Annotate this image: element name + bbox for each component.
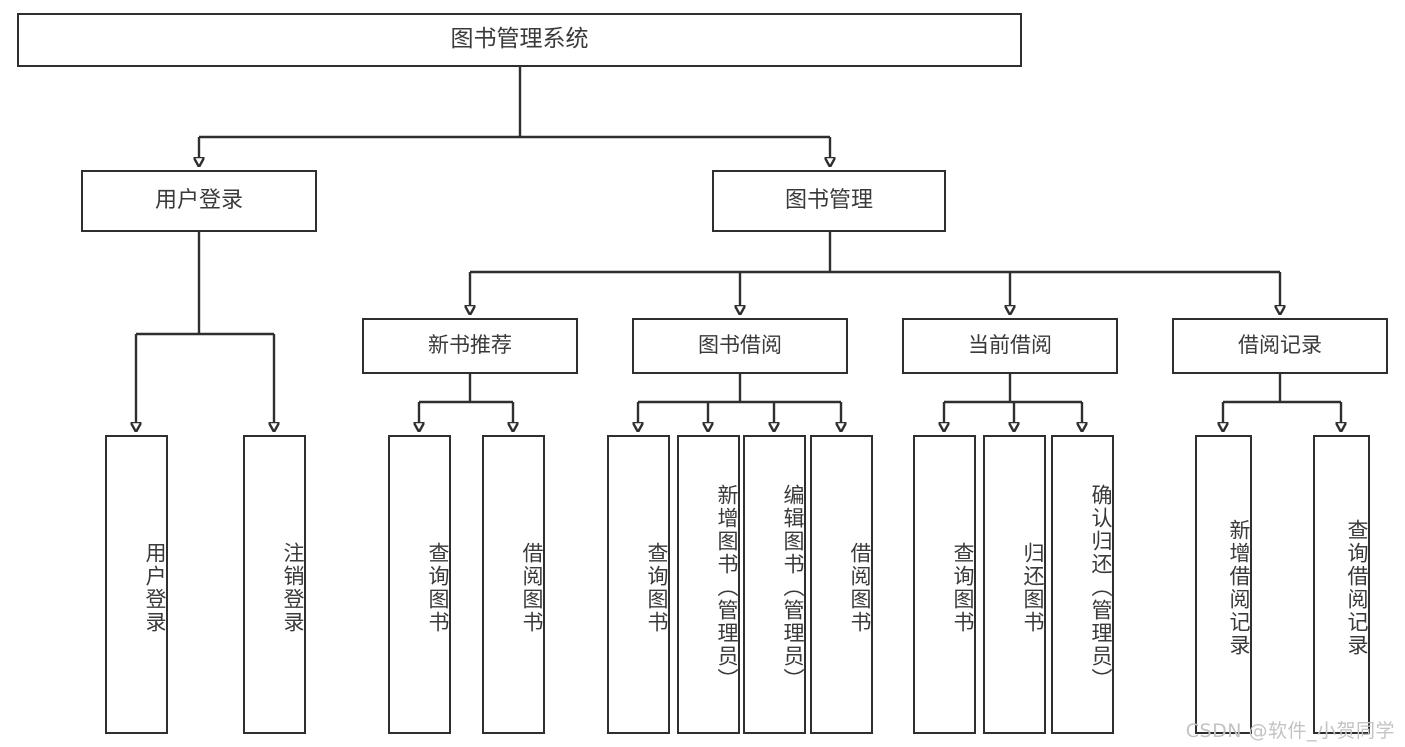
- node-label: 查询图书: [426, 541, 450, 634]
- node-label: 图书管理: [784, 187, 873, 213]
- node-label: 编辑图书（管理员）: [781, 484, 805, 691]
- node-leaf-borrow-book-2[interactable]: 借阅图书: [810, 435, 873, 734]
- node-user-login[interactable]: 用户登录: [81, 170, 317, 232]
- node-label: 注销登录: [281, 541, 305, 634]
- node-leaf-add-book[interactable]: 新增图书（管理员）: [677, 435, 740, 734]
- node-book-management[interactable]: 图书管理: [712, 170, 946, 232]
- node-leaf-query-book-2[interactable]: 查询图书: [607, 435, 670, 734]
- node-leaf-query-borrow-record[interactable]: 查询借阅记录: [1313, 435, 1370, 734]
- node-label: 借阅记录: [1238, 333, 1322, 358]
- node-label: 查询图书: [645, 541, 669, 634]
- node-label: 确认归还（管理员）: [1089, 484, 1113, 691]
- node-label: 查询图书: [951, 541, 975, 634]
- node-leaf-borrow-book-1[interactable]: 借阅图书: [482, 435, 545, 734]
- node-label: 新增图书（管理员）: [715, 484, 739, 691]
- node-leaf-user-login[interactable]: 用户登录: [105, 435, 168, 734]
- node-label: 图书管理系统: [450, 26, 589, 53]
- node-label: 新增借阅记录: [1227, 518, 1251, 657]
- node-new-book-recommend[interactable]: 新书推荐: [362, 318, 578, 374]
- node-leaf-add-borrow-record[interactable]: 新增借阅记录: [1195, 435, 1252, 734]
- node-leaf-query-book-3[interactable]: 查询图书: [913, 435, 976, 734]
- node-leaf-edit-book[interactable]: 编辑图书（管理员）: [743, 435, 806, 734]
- node-leaf-return-book[interactable]: 归还图书: [983, 435, 1046, 734]
- node-label: 归还图书: [1021, 541, 1045, 634]
- node-label: 用户登录: [143, 541, 167, 634]
- node-label: 图书借阅: [698, 333, 782, 358]
- node-leaf-user-logout[interactable]: 注销登录: [243, 435, 306, 734]
- node-label: 借阅图书: [848, 541, 872, 634]
- node-root-book-management-system[interactable]: 图书管理系统: [17, 13, 1022, 67]
- node-book-borrow[interactable]: 图书借阅: [632, 318, 848, 374]
- node-leaf-confirm-return[interactable]: 确认归还（管理员）: [1051, 435, 1114, 734]
- node-label: 当前借阅: [968, 333, 1052, 358]
- node-label: 用户登录: [154, 187, 243, 213]
- node-label: 借阅图书: [520, 541, 544, 634]
- node-leaf-query-book-1[interactable]: 查询图书: [388, 435, 451, 734]
- node-borrow-record[interactable]: 借阅记录: [1172, 318, 1388, 374]
- node-current-borrow[interactable]: 当前借阅: [902, 318, 1118, 374]
- node-label: 查询借阅记录: [1345, 518, 1369, 657]
- node-label: 新书推荐: [428, 333, 512, 358]
- csdn-watermark: CSDN @软件_小贺同学: [1185, 720, 1395, 742]
